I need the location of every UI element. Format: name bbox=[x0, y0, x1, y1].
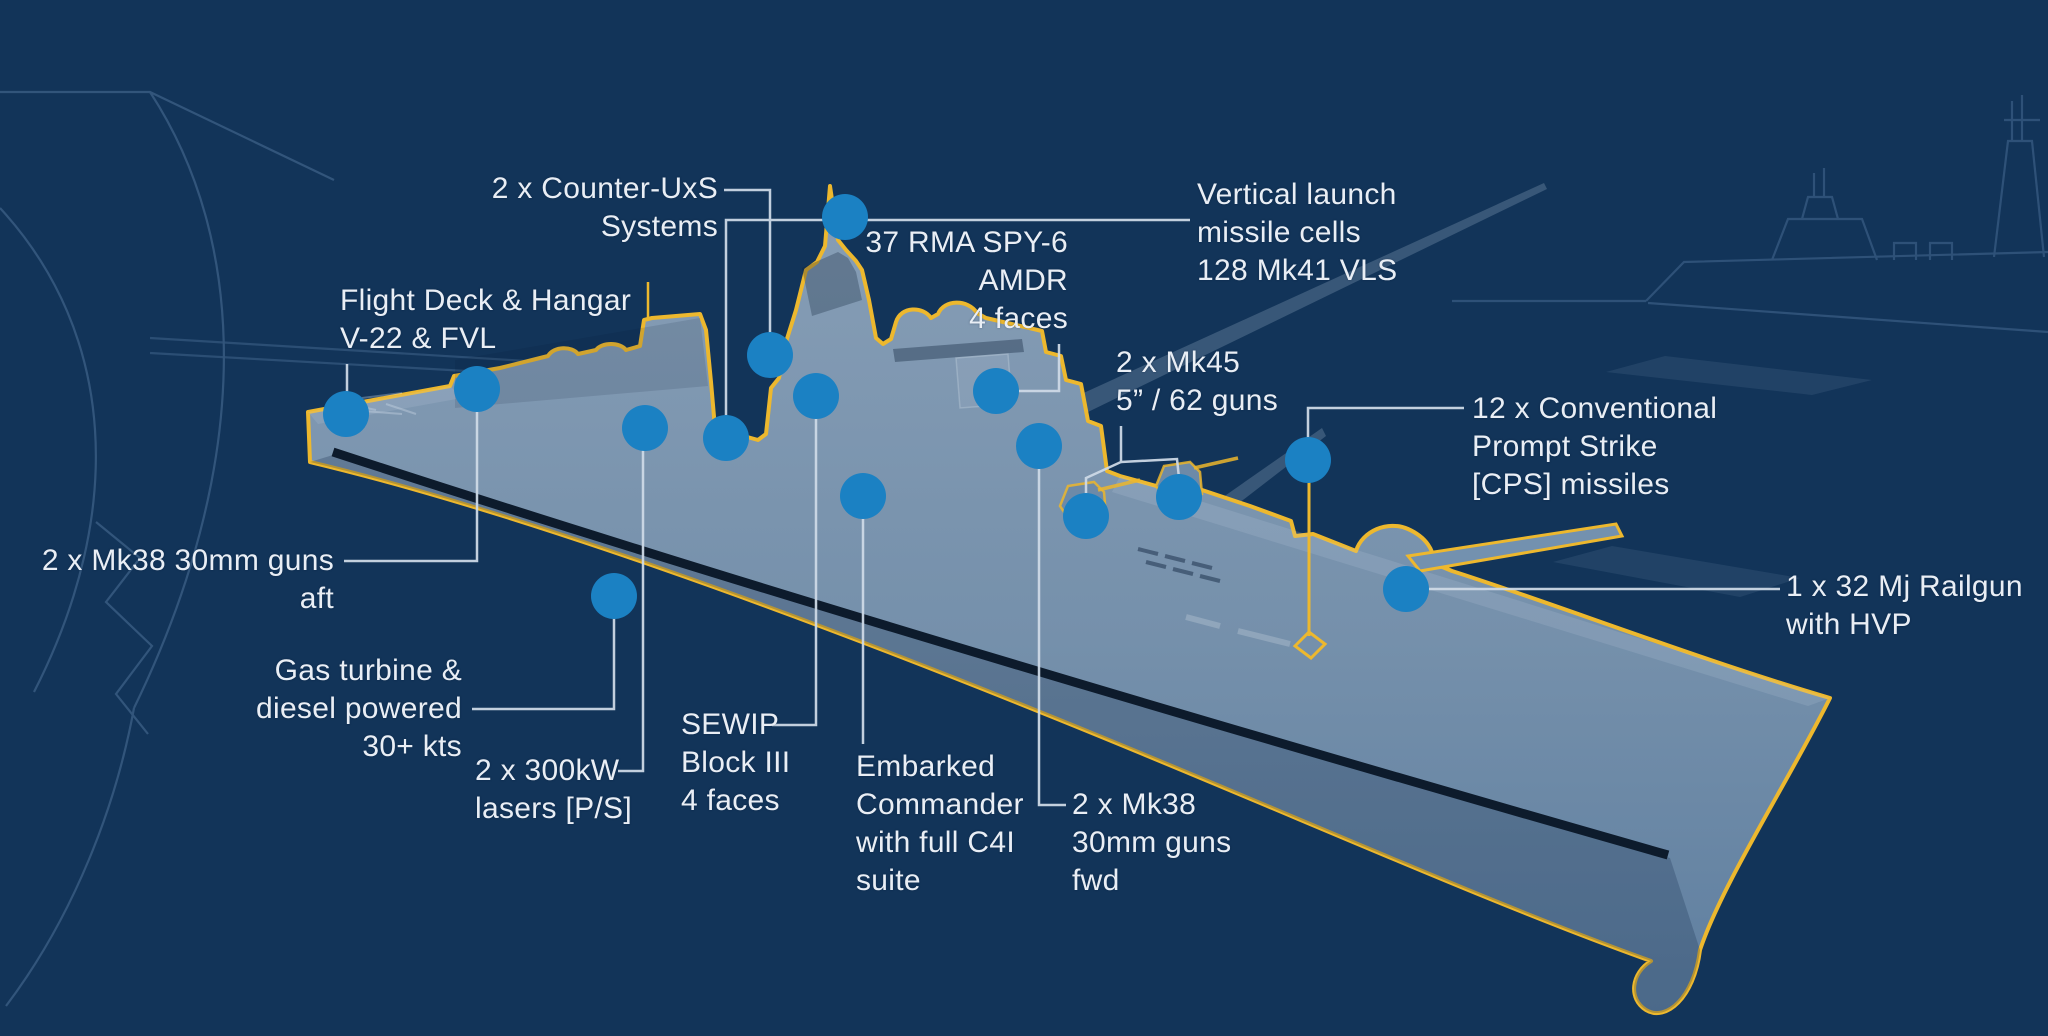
callout-dot-spy6 bbox=[973, 368, 1019, 414]
waterline-stripe bbox=[331, 447, 1670, 860]
ship-silhouette bbox=[306, 184, 1832, 1016]
callout-dot-mk38-fwd bbox=[1016, 423, 1062, 469]
leader-sewip bbox=[772, 417, 818, 727]
callout-dot-mk45-a bbox=[1063, 493, 1109, 539]
callout-dot-vls bbox=[703, 415, 749, 461]
label-railgun: 1 x 32 Mj Railgun with HVP bbox=[1786, 570, 2023, 641]
label-lasers: 2 x 300kW lasers [P/S] bbox=[475, 754, 632, 825]
distant-hulls bbox=[1553, 356, 1872, 597]
leader-counter-uxs bbox=[724, 188, 772, 336]
leader-lines bbox=[344, 188, 1780, 807]
callout-dot-sewip bbox=[793, 373, 839, 419]
callout-dot-cps bbox=[1285, 437, 1331, 483]
label-spy6: 37 RMA SPY-6 AMDR 4 faces bbox=[865, 226, 1068, 335]
leader-mk38-aft bbox=[344, 410, 479, 563]
callout-dot-flight-deck bbox=[323, 391, 369, 437]
leader-mk38-fwd bbox=[1037, 467, 1066, 807]
callout-dot-mk38-aft bbox=[454, 366, 500, 412]
hull-markings bbox=[1185, 614, 1291, 647]
label-flight-deck: Flight Deck & Hangar V-22 & FVL bbox=[340, 284, 632, 355]
label-gas-turbine: Gas turbine & diesel powered 30+ kts bbox=[256, 654, 462, 763]
callout-dot-mast-top bbox=[822, 194, 868, 240]
label-cps: 12 x Conventional Prompt Strike [CPS] mi… bbox=[1472, 392, 1718, 501]
callout-dot-counter-uxs bbox=[747, 332, 793, 378]
leader-lasers bbox=[618, 449, 645, 773]
label-mk38-fwd: 2 x Mk38 30mm guns fwd bbox=[1072, 788, 1232, 897]
leader-gas-turbine bbox=[472, 617, 616, 711]
callout-dot-gas-turbine bbox=[591, 573, 637, 619]
leader-mk45-a bbox=[1084, 426, 1123, 497]
label-embarked-commander: Embarked Commander with full C4I suite bbox=[856, 750, 1024, 897]
label-sewip: SEWIP Block III 4 faces bbox=[681, 708, 791, 817]
callout-dots bbox=[323, 194, 1429, 619]
leader-vls bbox=[724, 218, 1190, 419]
callout-dot-railgun bbox=[1383, 566, 1429, 612]
background-carrier-outline bbox=[0, 90, 335, 1007]
label-mk38-aft: 2 x Mk38 30mm guns aft bbox=[41, 544, 334, 615]
leader-mk45-b bbox=[1120, 457, 1181, 479]
railgun-barrel bbox=[1405, 522, 1625, 573]
ship-illustration bbox=[306, 184, 1832, 1016]
label-counter-uxs: 2 x Counter-UxS Systems bbox=[491, 172, 718, 243]
label-mk45: 2 x Mk45 5” / 62 guns bbox=[1116, 346, 1279, 417]
callout-dot-embarked-commander bbox=[840, 473, 886, 519]
callout-dot-mk45-b bbox=[1156, 474, 1202, 520]
callout-dot-lasers bbox=[622, 405, 668, 451]
leader-cps bbox=[1306, 406, 1464, 441]
leader-spy6 bbox=[1017, 344, 1061, 393]
background-destroyer-outline bbox=[1452, 95, 2048, 334]
vls-hatch-marks bbox=[1137, 547, 1221, 583]
label-vls: Vertical launch missile cells 128 Mk41 V… bbox=[1197, 178, 1398, 287]
